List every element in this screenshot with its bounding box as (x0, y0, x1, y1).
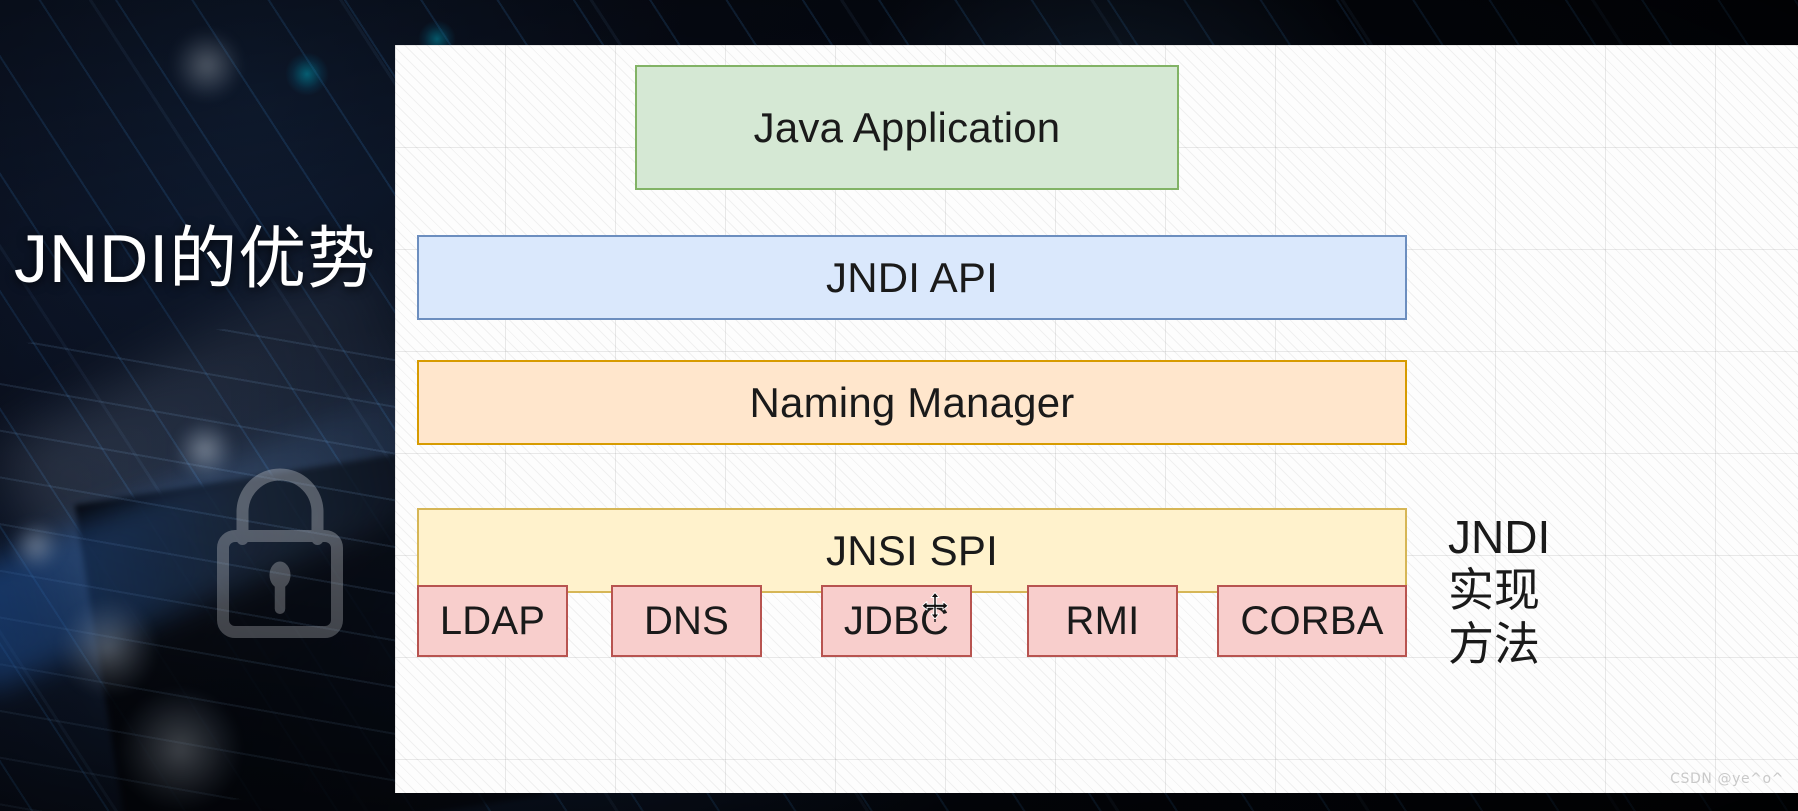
diagram-box-label: CORBA (1240, 598, 1384, 643)
diagram-box-label: Naming Manager (749, 378, 1075, 426)
diagram-box-label: JNSI SPI (826, 526, 998, 574)
diagram-box-java-application[interactable]: Java Application (635, 65, 1179, 190)
architecture-diagram-panel: Java Application JNDI API Naming Manager… (395, 45, 1798, 793)
diagram-side-note-line: JNDI (1448, 511, 1551, 563)
diagram-box-jnsi-spi[interactable]: JNSI SPI (417, 508, 1407, 593)
diagram-box-jdbc[interactable]: JDBC (821, 585, 972, 657)
diagram-box-ldap[interactable]: LDAP (417, 585, 568, 657)
diagram-box-rmi[interactable]: RMI (1027, 585, 1178, 657)
diagram-box-corba[interactable]: CORBA (1217, 585, 1407, 657)
diagram-side-note-line: 方法 (1448, 617, 1540, 670)
slide-title: JNDI的优势 (14, 221, 377, 297)
diagram-side-note-line: 实现 (1448, 564, 1540, 617)
diagram-side-note: JNDI 实现 方法 (1448, 511, 1658, 671)
diagram-box-naming-manager[interactable]: Naming Manager (417, 360, 1407, 445)
diagram-box-label: RMI (1065, 598, 1140, 643)
diagram-box-label: JDBC (843, 598, 950, 643)
diagram-box-label: Java Application (753, 103, 1061, 151)
diagram-box-jndi-api[interactable]: JNDI API (417, 235, 1407, 320)
csdn-watermark: CSDN @ye^o^ (1670, 771, 1784, 787)
diagram-box-label: DNS (643, 598, 730, 643)
diagram-box-label: JNDI API (826, 253, 998, 301)
diagram-box-label: LDAP (439, 598, 546, 643)
diagram-box-dns[interactable]: DNS (611, 585, 762, 657)
